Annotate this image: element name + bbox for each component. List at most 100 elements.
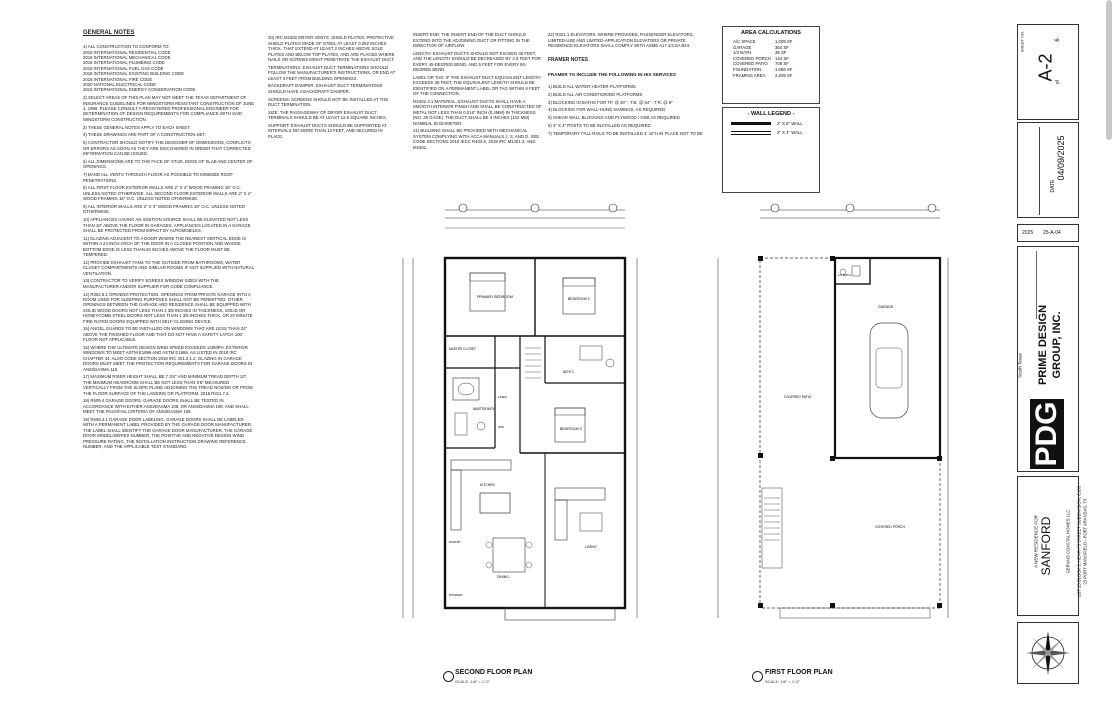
room-label: 1/2 BATH bbox=[838, 273, 851, 277]
note-item: 2) BUILD ALL AIR CONDITIONING PLATFORMS bbox=[548, 91, 643, 97]
note-item: 6) 4" X 4" POSTS TO BE INSTALLED AS REQU… bbox=[548, 123, 651, 129]
note-item: 10) APPLIANCES HAVING AN IGNITION SOURCE… bbox=[83, 217, 251, 233]
note-item: 6) ALL DIMENSIONS ARE TO THE FACE OF STU… bbox=[83, 158, 253, 170]
framer-notes-title: FRAMER NOTES bbox=[548, 57, 588, 64]
area-label: GARAGE bbox=[733, 44, 752, 50]
note-item: 2) SELECT AREAS OF THIS PLAN MAY NOT MEE… bbox=[83, 95, 255, 122]
note-item: 11) GLAZING ADJACENT TO A DOOR WHERE THE… bbox=[83, 235, 247, 257]
note-item: 12) PROVIDE EXHAUST FANS TO THE OUTSIDE … bbox=[83, 259, 254, 276]
general-notes-column-1: GENERAL NOTES 1) ALL CONSTRUCTION TO CON… bbox=[83, 26, 255, 556]
area-value: 364 SF bbox=[774, 44, 789, 50]
job-number: 25-A-04 bbox=[1043, 230, 1061, 236]
note-item: 3) BLOCKING IN BATHS FOR TP. @ 30" - T.B… bbox=[548, 99, 673, 105]
general-notes-list-3: INSERT END: THE INSERT END OF THE DUCT S… bbox=[413, 32, 543, 150]
wall-legend-item-2x6: 2" X 6" WALL bbox=[731, 121, 819, 126]
company-name-line-1: PRIME DESIGN bbox=[1037, 304, 1049, 386]
company-prefix: South Texas bbox=[1017, 353, 1023, 378]
room-label: KITCHEN bbox=[480, 483, 495, 487]
general-notes-list-4: 22) R321.1 ELEVATORS. WHERE PROVIDED, PA… bbox=[548, 32, 708, 48]
room-label: GARAGE bbox=[878, 305, 894, 309]
wall-legend-box: - WALL LEGEND - 2" X 6" WALL 2" X 4" WAL… bbox=[722, 107, 820, 193]
note-item: 13) CONTRACTOR TO VERIFY EGRESS WINDOW S… bbox=[83, 278, 219, 289]
area-row: 1/2 BATH 35 SF bbox=[733, 50, 796, 56]
general-notes-column-2: 20) IRC M1502 DRYER VENTS. SHIELD PLATES… bbox=[268, 30, 398, 220]
note-item: BACKDRAFT DAMPER: EXHAUST DUCT TERMINATI… bbox=[268, 83, 383, 94]
room-label: MASTER BATH bbox=[473, 407, 496, 411]
note-item: 5) SHEAR WALL BLOCKING AND PLYWOOD / OSB… bbox=[548, 115, 680, 121]
note-item: 7) BAND ALL VENTS THROUGH FLOOR AS POSSI… bbox=[83, 172, 234, 183]
approval-stamp-area bbox=[1021, 127, 1040, 215]
note-item: SIZE: THE PASSAGEWAY OF DRYER EXHAUST DU… bbox=[268, 109, 387, 121]
note-item: 20) IRC M1502 DRYER VENTS. SHIELD PLATES… bbox=[268, 35, 395, 63]
note-item: 16) WHERE THE ULTIMATE DESIGN WIND SPEED… bbox=[83, 344, 253, 372]
job-number-cell: 2025 25-A-04 bbox=[1017, 224, 1079, 242]
north-arrow-icon bbox=[1026, 631, 1070, 675]
client-cell: A NEW RESIDENCE FOR SANFORD GERVAIS COAS… bbox=[1017, 476, 1088, 616]
residence-label: A NEW RESIDENCE FOR bbox=[1033, 515, 1039, 568]
general-notes-list-1: 1) ALL CONSTRUCTION TO CONFORM TO: 2018 … bbox=[83, 44, 255, 449]
note-item: 7) TEMPORARY FALL RAILS TO BE INSTALLED … bbox=[548, 130, 703, 137]
address-line-1: LOT 13 BLOCK 3, HENRY'S STREET SUBDIVISI… bbox=[1076, 485, 1082, 598]
area-value: 144 SF bbox=[774, 55, 789, 61]
date-value: 04/09/2025 bbox=[1056, 135, 1066, 181]
sheet-number-cell: SHEET NO. A-2 of 6 bbox=[1017, 24, 1079, 120]
wall-legend-swatch-thin bbox=[731, 130, 771, 135]
sheet-no-label: SHEET NO. bbox=[1019, 30, 1025, 53]
area-label: FOUNDATION bbox=[733, 66, 762, 72]
note-item: 1) ALL CONSTRUCTION TO CONFORM TO: 2018 … bbox=[83, 44, 196, 93]
note-item: 17) MAXIMUM RISER HEIGHT SHALL BE 7 3/4"… bbox=[83, 374, 253, 396]
room-label: DINING bbox=[497, 575, 509, 579]
note-item: TERMINATIONS: EXHAUST DUCT TERMINATIONS … bbox=[268, 64, 396, 81]
area-calculations-title: AREA CALCULATIONS bbox=[741, 30, 801, 36]
room-label: LINEN bbox=[498, 395, 507, 399]
area-row: COVERED PATIO 708 SF bbox=[733, 61, 796, 67]
area-label: COVERED PATIO bbox=[733, 61, 768, 67]
room-label: PRIMARY BEDROOM bbox=[477, 295, 513, 299]
company-address-block bbox=[1022, 251, 1037, 319]
note-item: LENGTH: EXHAUST DUCTS SHOULD NOT EXCEED … bbox=[413, 51, 541, 73]
date-cell: DATE 04/09/2025 bbox=[1017, 122, 1079, 218]
note-item: INSERT END: THE INSERT END OF THE DUCT S… bbox=[413, 32, 530, 49]
area-label: FRAMING AREA bbox=[733, 72, 766, 78]
section-marker-circle bbox=[752, 671, 763, 682]
note-item: 18) R609.4 GARAGE DOORS. GARAGE DOORS SH… bbox=[83, 398, 249, 415]
note-item: 21) BUILDING SHALL BE PROVIDED WITH MECH… bbox=[413, 128, 540, 150]
room-label: COVERED PORCH bbox=[875, 525, 906, 529]
note-item: SCREENS: SCREENS SHOULD NOT BE INSTALLED… bbox=[268, 96, 389, 108]
general-notes-column-3: INSERT END: THE INSERT END OF THE DUCT S… bbox=[413, 27, 543, 197]
area-value: 35 SF bbox=[774, 50, 787, 56]
room-label: BEDROOM 2 bbox=[568, 297, 590, 301]
note-item: 4) BLOCKING FOR WALL-HUNG NAMINGS, AS RE… bbox=[548, 107, 666, 113]
title-block: SHEET NO. A-2 of 6 DATE 04/09/2025 2025 … bbox=[1017, 24, 1088, 684]
first-floor-plan-drawing: 1/2 BATH GARAGE COVERED PATIO COVERED PO… bbox=[717, 203, 949, 619]
wall-legend-swatch-thick bbox=[731, 122, 771, 125]
company-name-line-2: GROUP, INC. bbox=[1051, 311, 1063, 379]
general-notes-title: GENERAL NOTES bbox=[83, 30, 135, 37]
second-floor-plan-title: SECOND FLOOR PLAN bbox=[455, 669, 533, 676]
second-floor-plan-drawing: PRIMARY BEDROOM BEDROOM 2 MASTER CLOSET … bbox=[402, 203, 638, 621]
section-marker-circle bbox=[443, 671, 454, 682]
sheet-number: A-2 bbox=[1035, 53, 1056, 82]
note-item: 5) CONTRACTOR SHOULD NOTIFY THE DESIGNER… bbox=[83, 140, 251, 157]
room-label: BATH 2 bbox=[563, 370, 574, 374]
wall-legend-title: - WALL LEGEND - bbox=[747, 111, 795, 117]
room-label: COVERED PATIO bbox=[784, 395, 812, 399]
area-label: A/C SPACE bbox=[733, 39, 756, 44]
note-item: 3) THESE GENERAL NOTES APPLY TO EACH SHE… bbox=[83, 124, 191, 130]
note-item: 4) THESE DRAWINGS ARE PART OF A CONSTRUC… bbox=[83, 132, 206, 138]
note-item: 15) ANGEL GUARDS TO BE INSTALLED ON WIND… bbox=[83, 326, 248, 343]
note-item: 14) R302.5.1 OPENING PROTECTION. OPENING… bbox=[83, 291, 253, 324]
area-value: 708 SF bbox=[774, 61, 789, 67]
first-floor-plan-title: FIRST FLOOR PLAN bbox=[765, 669, 833, 676]
note-item: SUPPORT: EXHAUST DUCTS SHOULD BE SUPPORT… bbox=[268, 123, 387, 139]
area-label: 1/2 BATH bbox=[733, 50, 752, 56]
wall-legend-label: 2" X 4" WALL bbox=[777, 130, 803, 135]
vertical-scrollbar[interactable] bbox=[1106, 0, 1112, 140]
framer-notes-subtitle: FRAMER TO INCLUDE THE FOLLOWING IN HIS S… bbox=[548, 72, 676, 78]
compass-cell bbox=[1017, 622, 1079, 684]
